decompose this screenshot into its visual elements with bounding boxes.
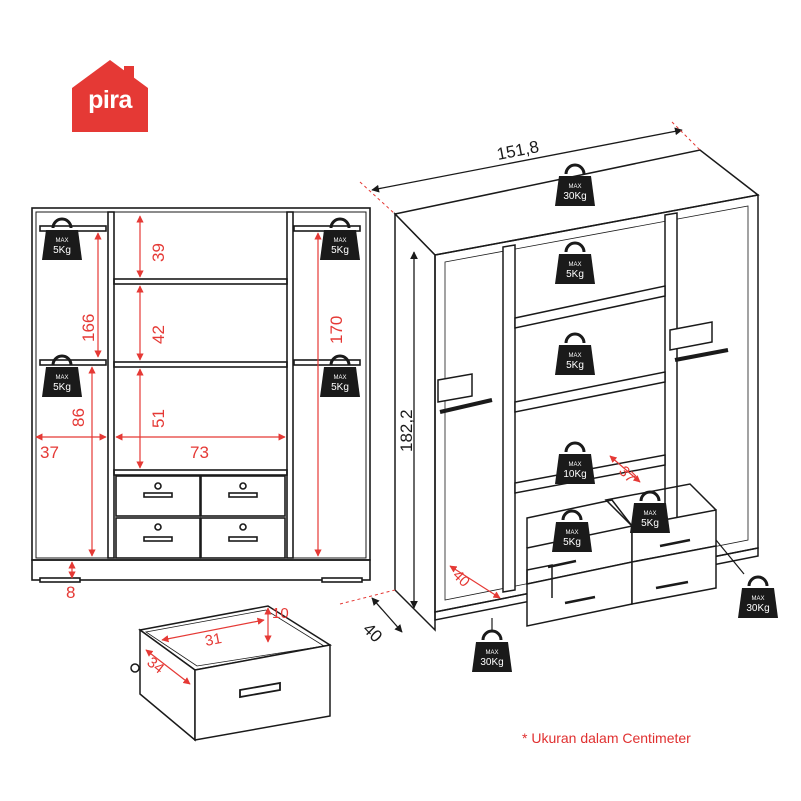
svg-text:30Kg: 30Kg xyxy=(563,191,586,202)
shelf-3 xyxy=(113,469,288,476)
svg-text:5Kg: 5Kg xyxy=(331,382,349,393)
dim-depth: 40 xyxy=(359,619,386,646)
dim-low-shelf: 51 xyxy=(149,409,168,428)
svg-text:MAX: MAX xyxy=(55,238,68,244)
iso-shelf-2 xyxy=(514,371,666,413)
weight-badge-base-left: MAX 30Kg xyxy=(472,629,512,672)
dim-left-hang-upper: 166 xyxy=(79,314,98,342)
front-dim-labels: 39 42 51 166 86 170 37 73 8 xyxy=(40,243,346,602)
iso-left-rod xyxy=(439,398,493,414)
weight-badge-1: MAX 5Kg xyxy=(42,217,82,260)
weight-badge-drawer-1: MAX 5Kg xyxy=(552,509,592,552)
dim-height: 182,2 xyxy=(397,409,416,452)
dim-leg: 8 xyxy=(66,583,75,602)
svg-text:5Kg: 5Kg xyxy=(331,245,349,256)
svg-text:5Kg: 5Kg xyxy=(53,245,71,256)
svg-text:MAX: MAX xyxy=(55,375,68,381)
iso-right-divider xyxy=(664,212,678,559)
svg-text:10Kg: 10Kg xyxy=(563,469,586,480)
svg-text:5Kg: 5Kg xyxy=(566,269,584,280)
svg-text:30Kg: 30Kg xyxy=(480,657,503,668)
weight-badge-shelf-3: MAX 10Kg xyxy=(555,441,595,484)
dim-left-width: 37 xyxy=(40,443,59,462)
iso-left-divider xyxy=(502,244,516,593)
drawer-dimensions xyxy=(145,607,272,685)
drawer-front-3 xyxy=(115,517,201,559)
svg-text:5Kg: 5Kg xyxy=(566,360,584,371)
units-note: * Ukuran dalam Centimeter xyxy=(522,730,691,746)
svg-text:MAX: MAX xyxy=(485,650,498,656)
left-divider xyxy=(107,211,115,559)
drawer-front-1 xyxy=(115,475,201,517)
dim-inner-depth: 40 xyxy=(449,567,473,591)
logo-house-shape xyxy=(72,60,148,132)
svg-text:30Kg: 30Kg xyxy=(746,603,769,614)
shelf-1 xyxy=(113,278,288,285)
weight-badge-3: MAX 5Kg xyxy=(42,354,82,397)
svg-text:MAX: MAX xyxy=(568,353,581,359)
iso-drawer-open-1 xyxy=(526,499,633,548)
drawer-front-2 xyxy=(200,475,286,517)
iso-dimensions xyxy=(339,121,701,633)
drawer-dim-labels: 31 34 10 xyxy=(144,605,289,677)
svg-text:MAX: MAX xyxy=(568,462,581,468)
dim-top-shelf: 39 xyxy=(149,243,168,262)
svg-text:MAX: MAX xyxy=(751,596,764,602)
svg-text:5Kg: 5Kg xyxy=(53,382,71,393)
logo-text: pira xyxy=(88,86,132,114)
svg-text:MAX: MAX xyxy=(565,530,578,536)
iso-load-badges: MAX 30Kg MAX 5Kg MAX 5Kg MAX 10Kg MAX 5K… xyxy=(472,163,778,672)
front-base xyxy=(31,559,371,581)
dim-drawer-height: 10 xyxy=(272,605,289,622)
front-dimensions xyxy=(35,215,322,579)
pira-logo: pira xyxy=(72,60,148,132)
dim-left-hang-lower: 86 xyxy=(69,408,88,427)
weight-badge-2: MAX 5Kg xyxy=(320,217,360,260)
right-divider xyxy=(286,211,294,559)
svg-text:MAX: MAX xyxy=(643,511,656,517)
dim-mid-shelf: 42 xyxy=(149,325,168,344)
svg-text:5Kg: 5Kg xyxy=(563,537,581,548)
front-view xyxy=(31,207,371,583)
right-rod-mid xyxy=(293,359,361,366)
drawer-handle xyxy=(239,681,281,699)
iso-drawer-4 xyxy=(631,545,717,605)
weight-badge-shelf-1: MAX 5Kg xyxy=(555,241,595,284)
left-rod-mid xyxy=(39,359,107,366)
svg-text:MAX: MAX xyxy=(333,238,346,244)
iso-right-rod xyxy=(674,348,729,362)
drawer-front-4 xyxy=(200,517,286,559)
svg-text:MAX: MAX xyxy=(568,184,581,190)
dim-width: 151,8 xyxy=(495,137,540,164)
dim-drawer-width: 31 xyxy=(204,630,224,650)
weight-badge-base-right: MAX 30Kg xyxy=(738,575,778,618)
weight-badge-shelf-2: MAX 5Kg xyxy=(555,332,595,375)
front-load-badges: MAX 5Kg MAX 5Kg MAX 5Kg MAX 5Kg xyxy=(42,217,360,397)
weight-badge-drawer-2: MAX 5Kg xyxy=(630,490,670,533)
iso-view xyxy=(393,149,760,632)
dim-center-width: 73 xyxy=(190,443,209,462)
svg-text:MAX: MAX xyxy=(568,262,581,268)
iso-shelf-1 xyxy=(514,285,666,329)
svg-text:MAX: MAX xyxy=(333,375,346,381)
weight-badge-top: MAX 30Kg xyxy=(555,163,595,206)
weight-badge-4: MAX 5Kg xyxy=(320,354,360,397)
dim-right-hang: 170 xyxy=(327,316,346,344)
shelf-2 xyxy=(113,361,288,368)
dim-drawer-depth: 34 xyxy=(144,654,168,678)
svg-text:5Kg: 5Kg xyxy=(641,518,659,529)
